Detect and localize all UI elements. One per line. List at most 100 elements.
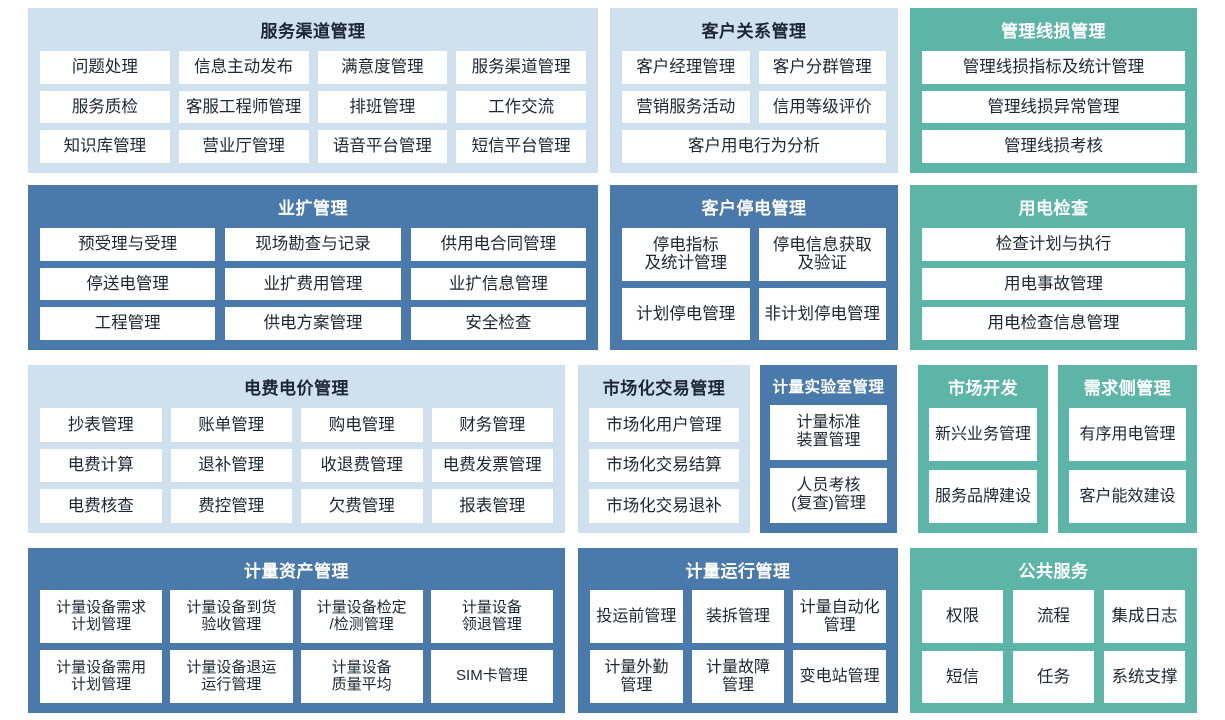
module-tile[interactable]: 计量设备退运 运行管理 — [170, 650, 293, 703]
module-tile[interactable]: 工作交流 — [456, 90, 586, 124]
panel-grid-public-service: 权限 流程 集成日志 短信 任务 系统支撑 — [922, 590, 1185, 703]
panel-title-business-expansion: 业扩管理 — [278, 199, 348, 218]
module-tile[interactable]: 客户经理管理 — [622, 51, 750, 84]
module-tile[interactable]: 电费发票管理 — [431, 448, 553, 483]
module-tile[interactable]: 装拆管理 — [691, 590, 785, 643]
panel-title-metering-lab: 计量实验室管理 — [772, 379, 885, 396]
module-tile[interactable]: 管理线损异常管理 — [922, 90, 1185, 124]
module-tile[interactable]: 流程 — [1013, 590, 1094, 643]
module-tile[interactable]: 供用电合同管理 — [410, 228, 586, 261]
module-tile[interactable]: 信用等级评价 — [758, 90, 886, 124]
panel-grid-power-inspection: 检查计划与执行 用电事故管理 用电检查信息管理 — [922, 228, 1185, 340]
module-tile[interactable]: 计量自动化 管理 — [793, 590, 886, 643]
module-tile[interactable]: 非计划停电管理 — [758, 287, 886, 340]
module-tile[interactable]: 营销服务活动 — [622, 90, 750, 124]
module-tile[interactable]: 语音平台管理 — [317, 130, 448, 163]
panel-metering-asset: 计量资产管理 计量设备需求 计划管理 计量设备到货 验收管理 计量设备检定 /检… — [28, 548, 565, 713]
panel-title-line-loss: 管理线损管理 — [1001, 22, 1106, 41]
module-tile[interactable]: 服务质检 — [40, 90, 170, 124]
panel-business-expansion: 业扩管理 预受理与受理 现场勘查与记录 供用电合同管理 停送电管理 业扩费用管理… — [28, 185, 598, 350]
panel-title-metering-operation: 计量运行管理 — [685, 562, 791, 581]
module-tile[interactable]: 财务管理 — [431, 408, 553, 442]
panel-grid-metering-operation: 投运前管理 装拆管理 计量自动化 管理 计量外勤 管理 计量故障 管理 变电站管… — [590, 590, 886, 703]
module-tile[interactable]: SIM卡管理 — [430, 650, 553, 703]
module-tile[interactable]: 营业厅管理 — [178, 130, 309, 163]
module-tile[interactable]: 集成日志 — [1104, 590, 1185, 643]
module-tile[interactable]: 变电站管理 — [793, 650, 886, 703]
panel-title-metering-asset: 计量资产管理 — [244, 562, 349, 581]
panel-customer-outage: 客户停电管理 停电指标 及统计管理 停电信息获取 及验证 计划停电管理 非计划停… — [610, 185, 898, 350]
module-tile[interactable]: 计量设备需用 计划管理 — [40, 650, 163, 703]
module-tile[interactable]: 计划停电管理 — [622, 287, 750, 340]
panel-power-inspection: 用电检查 检查计划与执行 用电事故管理 用电检查信息管理 — [910, 185, 1197, 350]
module-tile[interactable]: 电费核查 — [40, 489, 162, 523]
module-tile[interactable]: 有序用电管理 — [1069, 408, 1186, 461]
module-tile[interactable]: 检查计划与执行 — [922, 228, 1185, 261]
module-tile[interactable]: 短信 — [922, 650, 1003, 703]
module-tile[interactable]: 停电指标 及统计管理 — [622, 228, 750, 281]
module-tile[interactable]: 预受理与受理 — [40, 228, 216, 261]
module-tile[interactable]: 人员考核 (复查)管理 — [770, 467, 887, 523]
module-tile[interactable]: 计量外勤 管理 — [590, 650, 683, 703]
panel-public-service: 公共服务 权限 流程 集成日志 短信 任务 系统支撑 — [910, 548, 1197, 713]
module-tile[interactable]: 客户用电行为分析 — [622, 130, 886, 163]
module-tile[interactable]: 欠费管理 — [301, 489, 423, 523]
module-tile[interactable]: 报表管理 — [431, 489, 553, 523]
module-tile[interactable]: 用电检查信息管理 — [922, 307, 1185, 340]
module-tile[interactable]: 客户分群管理 — [758, 51, 886, 84]
panel-title-power-inspection: 用电检查 — [1018, 199, 1089, 218]
module-tile[interactable]: 知识库管理 — [40, 130, 170, 163]
module-tile[interactable]: 抄表管理 — [40, 408, 162, 442]
module-tile[interactable]: 业扩费用管理 — [225, 267, 401, 301]
module-tile[interactable]: 业扩信息管理 — [410, 267, 586, 301]
module-tile[interactable]: 服务渠道管理 — [456, 51, 586, 84]
module-tile[interactable]: 管理线损指标及统计管理 — [922, 51, 1185, 84]
module-tile[interactable]: 排班管理 — [317, 90, 448, 124]
panel-grid-market-trade: 市场化用户管理 市场化交易结算 市场化交易退补 — [589, 408, 739, 523]
module-tile[interactable]: 管理线损考核 — [922, 130, 1185, 163]
panel-title-customer-relation: 客户关系管理 — [701, 22, 807, 41]
module-tile[interactable]: 费控管理 — [170, 489, 292, 523]
module-tile[interactable]: 工程管理 — [40, 307, 216, 340]
module-tile[interactable]: 现场勘查与记录 — [225, 228, 401, 261]
module-tile[interactable]: 供电方案管理 — [225, 307, 401, 340]
module-tile[interactable]: 短信平台管理 — [456, 130, 586, 163]
panel-grid-demand-side: 有序用电管理 客户能效建设 — [1069, 408, 1186, 523]
module-tile[interactable]: 市场化交易退补 — [589, 489, 739, 523]
module-tile[interactable]: 计量设备 领退管理 — [430, 590, 553, 643]
module-tile[interactable]: 满意度管理 — [317, 51, 448, 84]
module-tile[interactable]: 市场化交易结算 — [589, 448, 739, 483]
module-tile[interactable]: 计量设备需求 计划管理 — [40, 590, 163, 643]
module-tile[interactable]: 停电信息获取 及验证 — [758, 228, 886, 281]
module-tile[interactable]: 退补管理 — [170, 448, 292, 483]
panel-tariff-price: 电费电价管理 抄表管理 账单管理 购电管理 财务管理 电费计算 退补管理 收退费… — [28, 365, 565, 533]
module-tile[interactable]: 服务品牌建设 — [929, 470, 1037, 523]
module-tile[interactable]: 任务 — [1013, 650, 1094, 703]
module-tile[interactable]: 停送电管理 — [40, 267, 216, 301]
panel-grid-metering-lab: 计量标准 装置管理 人员考核 (复查)管理 — [770, 404, 887, 523]
module-tile[interactable]: 权限 — [922, 590, 1003, 643]
module-tile[interactable]: 计量设备到货 验收管理 — [170, 590, 293, 643]
module-tile[interactable]: 收退费管理 — [301, 448, 423, 483]
module-tile[interactable]: 投运前管理 — [590, 590, 683, 643]
module-tile[interactable]: 计量标准 装置管理 — [770, 404, 887, 460]
module-tile[interactable]: 账单管理 — [170, 408, 292, 442]
module-tile[interactable]: 电费计算 — [40, 448, 162, 483]
module-tile[interactable]: 计量设备检定 /检测管理 — [300, 590, 423, 643]
module-tile[interactable]: 新兴业务管理 — [929, 408, 1037, 461]
module-tile[interactable]: 计量故障 管理 — [691, 650, 785, 703]
panel-title-market-trade: 市场化交易管理 — [602, 379, 726, 398]
module-tile[interactable]: 系统支撑 — [1104, 650, 1185, 703]
module-tile[interactable]: 市场化用户管理 — [589, 408, 739, 442]
module-tile[interactable]: 安全检查 — [410, 307, 586, 340]
module-tile[interactable]: 计量设备 质量平均 — [300, 650, 423, 703]
module-tile[interactable]: 购电管理 — [301, 408, 423, 442]
module-tile[interactable]: 客服工程师管理 — [178, 90, 309, 124]
module-tile[interactable]: 问题处理 — [40, 51, 170, 84]
panel-grid-line-loss: 管理线损指标及统计管理 管理线损异常管理 管理线损考核 — [922, 51, 1185, 163]
panel-title-market-development: 市场开发 — [948, 379, 1018, 398]
panel-market-development: 市场开发 新兴业务管理 服务品牌建设 — [918, 365, 1048, 533]
module-tile[interactable]: 用电事故管理 — [922, 267, 1185, 301]
module-tile[interactable]: 客户能效建设 — [1069, 470, 1186, 523]
module-tile[interactable]: 信息主动发布 — [178, 51, 309, 84]
